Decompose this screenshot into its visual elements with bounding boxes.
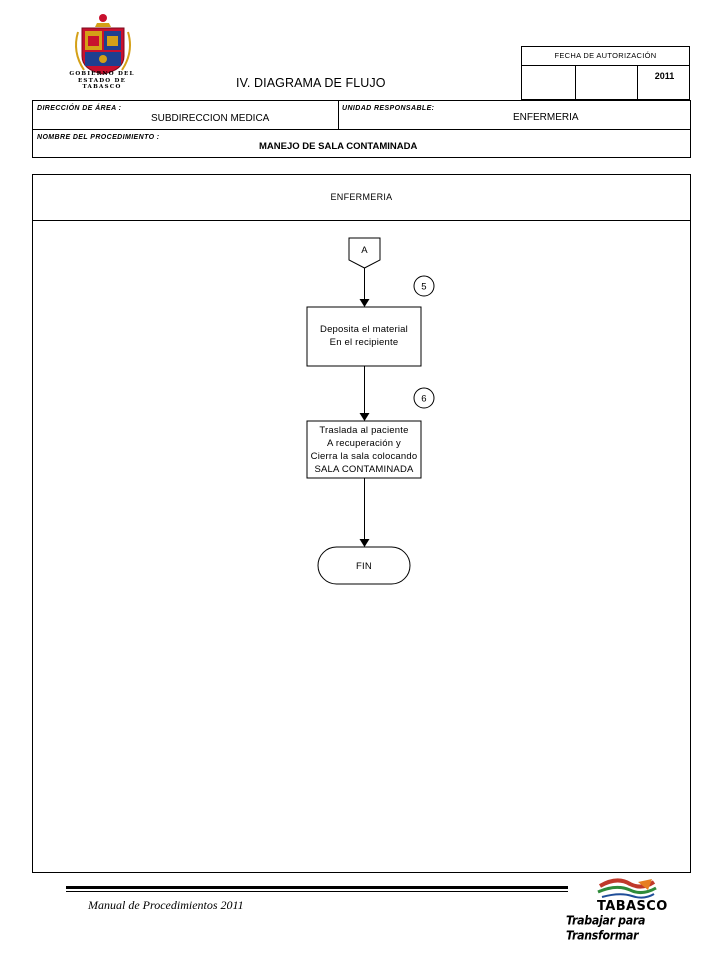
tabasco-brand-logo — [597, 878, 657, 899]
connector-label: A — [361, 245, 368, 256]
step-5-text-line-2: En el recipiente — [330, 337, 399, 348]
government-name: GOBIERNO DEL ESTADO DE TABASCO — [69, 71, 135, 91]
step-5-number-circle — [413, 275, 435, 297]
flowchart-frame: ENFERMERIA — [32, 174, 691, 873]
step-5-text-line-1: Deposita el material — [320, 324, 408, 335]
date-cell-month — [576, 65, 638, 101]
authorization-date-box: FECHA DE AUTORIZACIÓN 2011 — [521, 46, 690, 101]
lane-title: ENFERMERIA — [330, 192, 393, 202]
step-6-number: 6 — [421, 394, 426, 405]
direccion-value: SUBDIRECCION MEDICA — [151, 113, 270, 124]
unidad-value: ENFERMERIA — [513, 112, 579, 123]
footer-rule-thin — [66, 891, 568, 892]
row-divider — [33, 129, 690, 130]
brand-name: TABASCO — [597, 899, 668, 914]
procedure-info-box: DIRECCIÓN DE ÁREA : SUBDIRECCION MEDICA … — [32, 100, 691, 158]
step-6-text-line-2: A recuperación y — [327, 438, 401, 449]
end-terminator — [317, 546, 411, 585]
direccion-label: DIRECCIÓN DE ÁREA : — [37, 105, 122, 112]
procedimiento-value: MANEJO DE SALA CONTAMINADA — [259, 141, 418, 152]
footer-rule-thick — [66, 886, 568, 889]
coat-of-arms-logo — [75, 14, 131, 75]
step-6-text-line-1: Traslada al paciente — [319, 425, 408, 436]
authorization-year: 2011 — [654, 71, 675, 81]
off-page-connector-shape — [348, 237, 381, 269]
column-divider — [338, 101, 339, 129]
unidad-label: UNIDAD RESPONSABLE: — [342, 105, 435, 112]
step-6-text-line-3: Cierra la sala colocando — [311, 451, 418, 462]
date-cell-day — [522, 65, 576, 101]
brand-slogan: Trabajar para Transformar — [566, 913, 646, 943]
step-5-box — [306, 306, 422, 367]
authorization-date-label: FECHA DE AUTORIZACIÓN — [522, 47, 689, 66]
end-label: FIN — [356, 561, 372, 572]
step-6-number-circle — [413, 387, 435, 409]
step-6-text-line-4: SALA CONTAMINADA — [314, 464, 414, 475]
document-title: IV. DIAGRAMA DE FLUJO — [236, 76, 386, 90]
lane-divider — [33, 220, 690, 221]
step-5-number: 5 — [421, 282, 426, 293]
procedimiento-label: NOMBRE DEL PROCEDIMIENTO : — [37, 134, 160, 141]
manual-caption: Manual de Procedimientos 2011 — [88, 898, 244, 912]
